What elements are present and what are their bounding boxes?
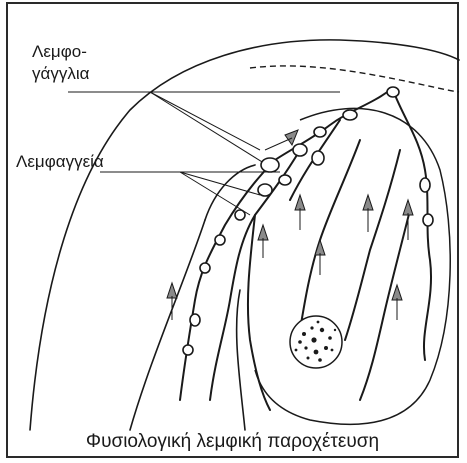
lymph-node [183,345,193,355]
lymph-vessel [180,160,275,400]
lymph-nodes-label-line1: Λεμφο- [32,42,87,62]
figure-caption: Φυσιολογική λεμφική παροχέτευση [6,430,459,454]
leader-line-nodes-3 [150,92,275,170]
lymph-node [215,235,225,245]
lymph-node [343,110,357,120]
lymph-node [258,184,272,196]
lymph-node [312,151,324,165]
lymph-node [293,144,307,156]
lymph-node [420,178,430,192]
lymph-vessel [345,150,400,340]
leader-line-vessels-3 [180,172,250,215]
clavicle-line [250,66,459,92]
torso-side-outline [237,290,245,430]
lymph-node [387,87,399,97]
lymph-node [279,175,291,185]
lymph-node [314,127,326,137]
lymph-vessels-label: Λεμφαγγεία [16,152,104,172]
lymph-nodes-label-line2: γάγγλια [32,64,89,84]
lymph-vessel [248,215,270,410]
arrow-icon [392,285,402,320]
arrow-icon [295,195,305,230]
lymph-node [190,314,200,326]
arrow-icon [258,225,268,258]
lymph-node [235,210,245,220]
tumor-lesion [290,316,342,368]
arrow-icon [315,240,325,275]
lymph-vessel [395,95,431,360]
lymph-node [423,214,433,226]
lymph-node [261,158,279,172]
leader-line-nodes-2 [150,92,260,150]
arrow-icon [363,195,373,232]
lymph-node [200,263,210,273]
lymph-vessel [360,210,410,400]
